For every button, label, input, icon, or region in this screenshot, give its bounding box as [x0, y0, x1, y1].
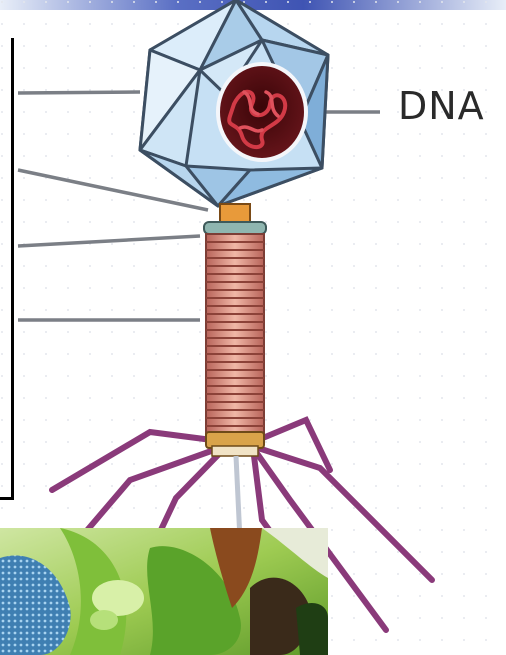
dna-core	[218, 64, 306, 160]
green-leaf-photo	[0, 528, 328, 655]
collar	[204, 222, 266, 234]
label-bracket	[0, 38, 14, 500]
tail-sheath	[206, 234, 264, 434]
dna-label: DNA	[398, 84, 485, 128]
leaf-photo-inset	[0, 528, 328, 655]
leader-line-head	[18, 92, 140, 93]
